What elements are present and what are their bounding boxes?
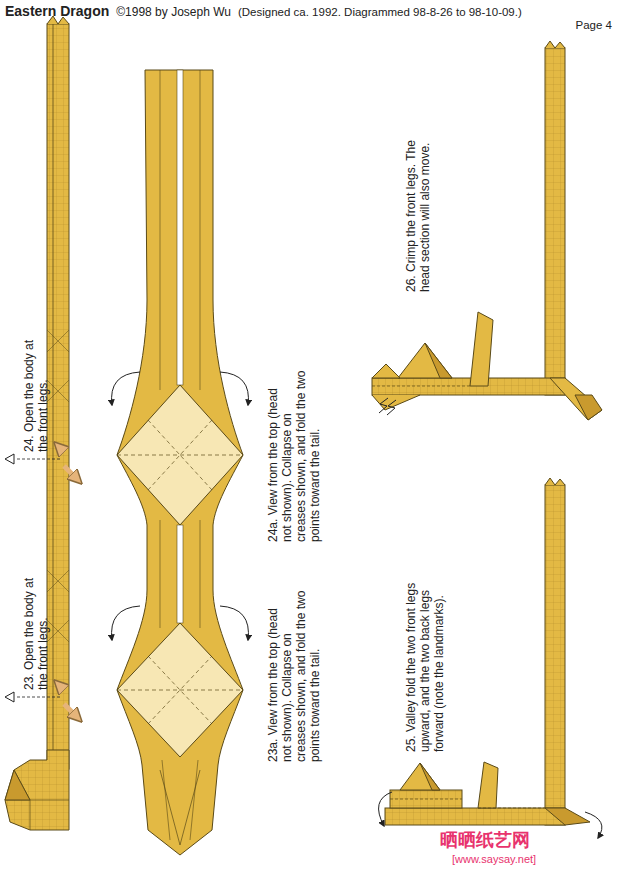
illustration-part [160,770,200,845]
open-arrow [58,446,78,718]
illustration-part [220,372,248,405]
illustration-part [585,812,602,838]
copyright-note: ©1998 by Joseph Wu [116,5,231,19]
step25-model [385,478,590,825]
step-instruction: 25. Valley fold the two front legs upwar… [404,567,446,752]
illustration-part [5,454,14,464]
illustration-part [379,398,388,413]
illustration-part [47,570,69,642]
page-header: Eastern Dragon ©1998 by Joseph Wu (Designe… [5,3,522,19]
top-view-body [117,70,243,855]
illustration-part [372,395,420,410]
crimp-symbol [379,398,396,415]
illustration-part [550,378,602,420]
watermark: 晒晒纸艺网 [440,828,530,852]
illustration-part [5,770,69,830]
illustration-part [58,684,64,690]
illustration-part [220,606,248,640]
illustration-part [478,762,498,808]
illustration-part [387,400,396,415]
step-instruction: 23. Open the body at the front legs. [22,572,50,690]
step-instruction: 23a. View from the top (head not shown).… [266,590,322,762]
illustration-part [177,70,183,385]
illustration-part [17,459,60,460]
view-symbol [5,454,60,702]
illustration-part [545,48,565,395]
illustration-part [117,70,243,855]
illustration-part [5,770,30,800]
step-instruction: 24. Open the body at the front legs. [22,334,50,452]
illustration-part [372,364,400,378]
illustration-part [379,792,392,826]
illustration-part [372,378,565,395]
page-title: Eastern Dragon [5,3,109,19]
illustration-part [425,343,452,378]
illustration-part [47,24,69,769]
watermark: [www.saysay.net] [452,853,536,865]
page-number: Page 4 [576,19,612,31]
date-note: (Designed ca. 1992. Diagrammed 98-8-26 t… [238,6,522,18]
illustration-part [420,763,440,790]
step-instruction: 26. Crimp the front legs. The head secti… [404,137,432,292]
fold-arrow [112,372,249,640]
illustration-part [575,395,602,420]
illustration-part [545,808,590,825]
illustration-part [545,41,565,48]
step26-model [372,41,602,420]
illustration-part [5,692,14,702]
illustration-part [5,750,69,830]
illustration-part [112,606,140,640]
illustration-part [17,697,60,698]
illustration-part [372,386,470,387]
illustration-part [112,372,140,405]
illustration-part [385,808,565,825]
illustration-part [398,343,452,378]
illustration-part [390,799,545,808]
illustration-part [58,446,64,452]
illustration-part [545,485,565,825]
body-strip [5,16,69,830]
illustration-part [400,763,440,790]
illustration-part [64,704,78,718]
illustration-part [64,466,78,480]
illustration-part [470,312,493,386]
illustration-part [545,478,565,485]
illustration-part [47,330,69,402]
step-instruction: 24a. View from the top (head not shown).… [266,370,322,542]
illustration-part [117,420,243,724]
illustration-part [177,525,183,623]
